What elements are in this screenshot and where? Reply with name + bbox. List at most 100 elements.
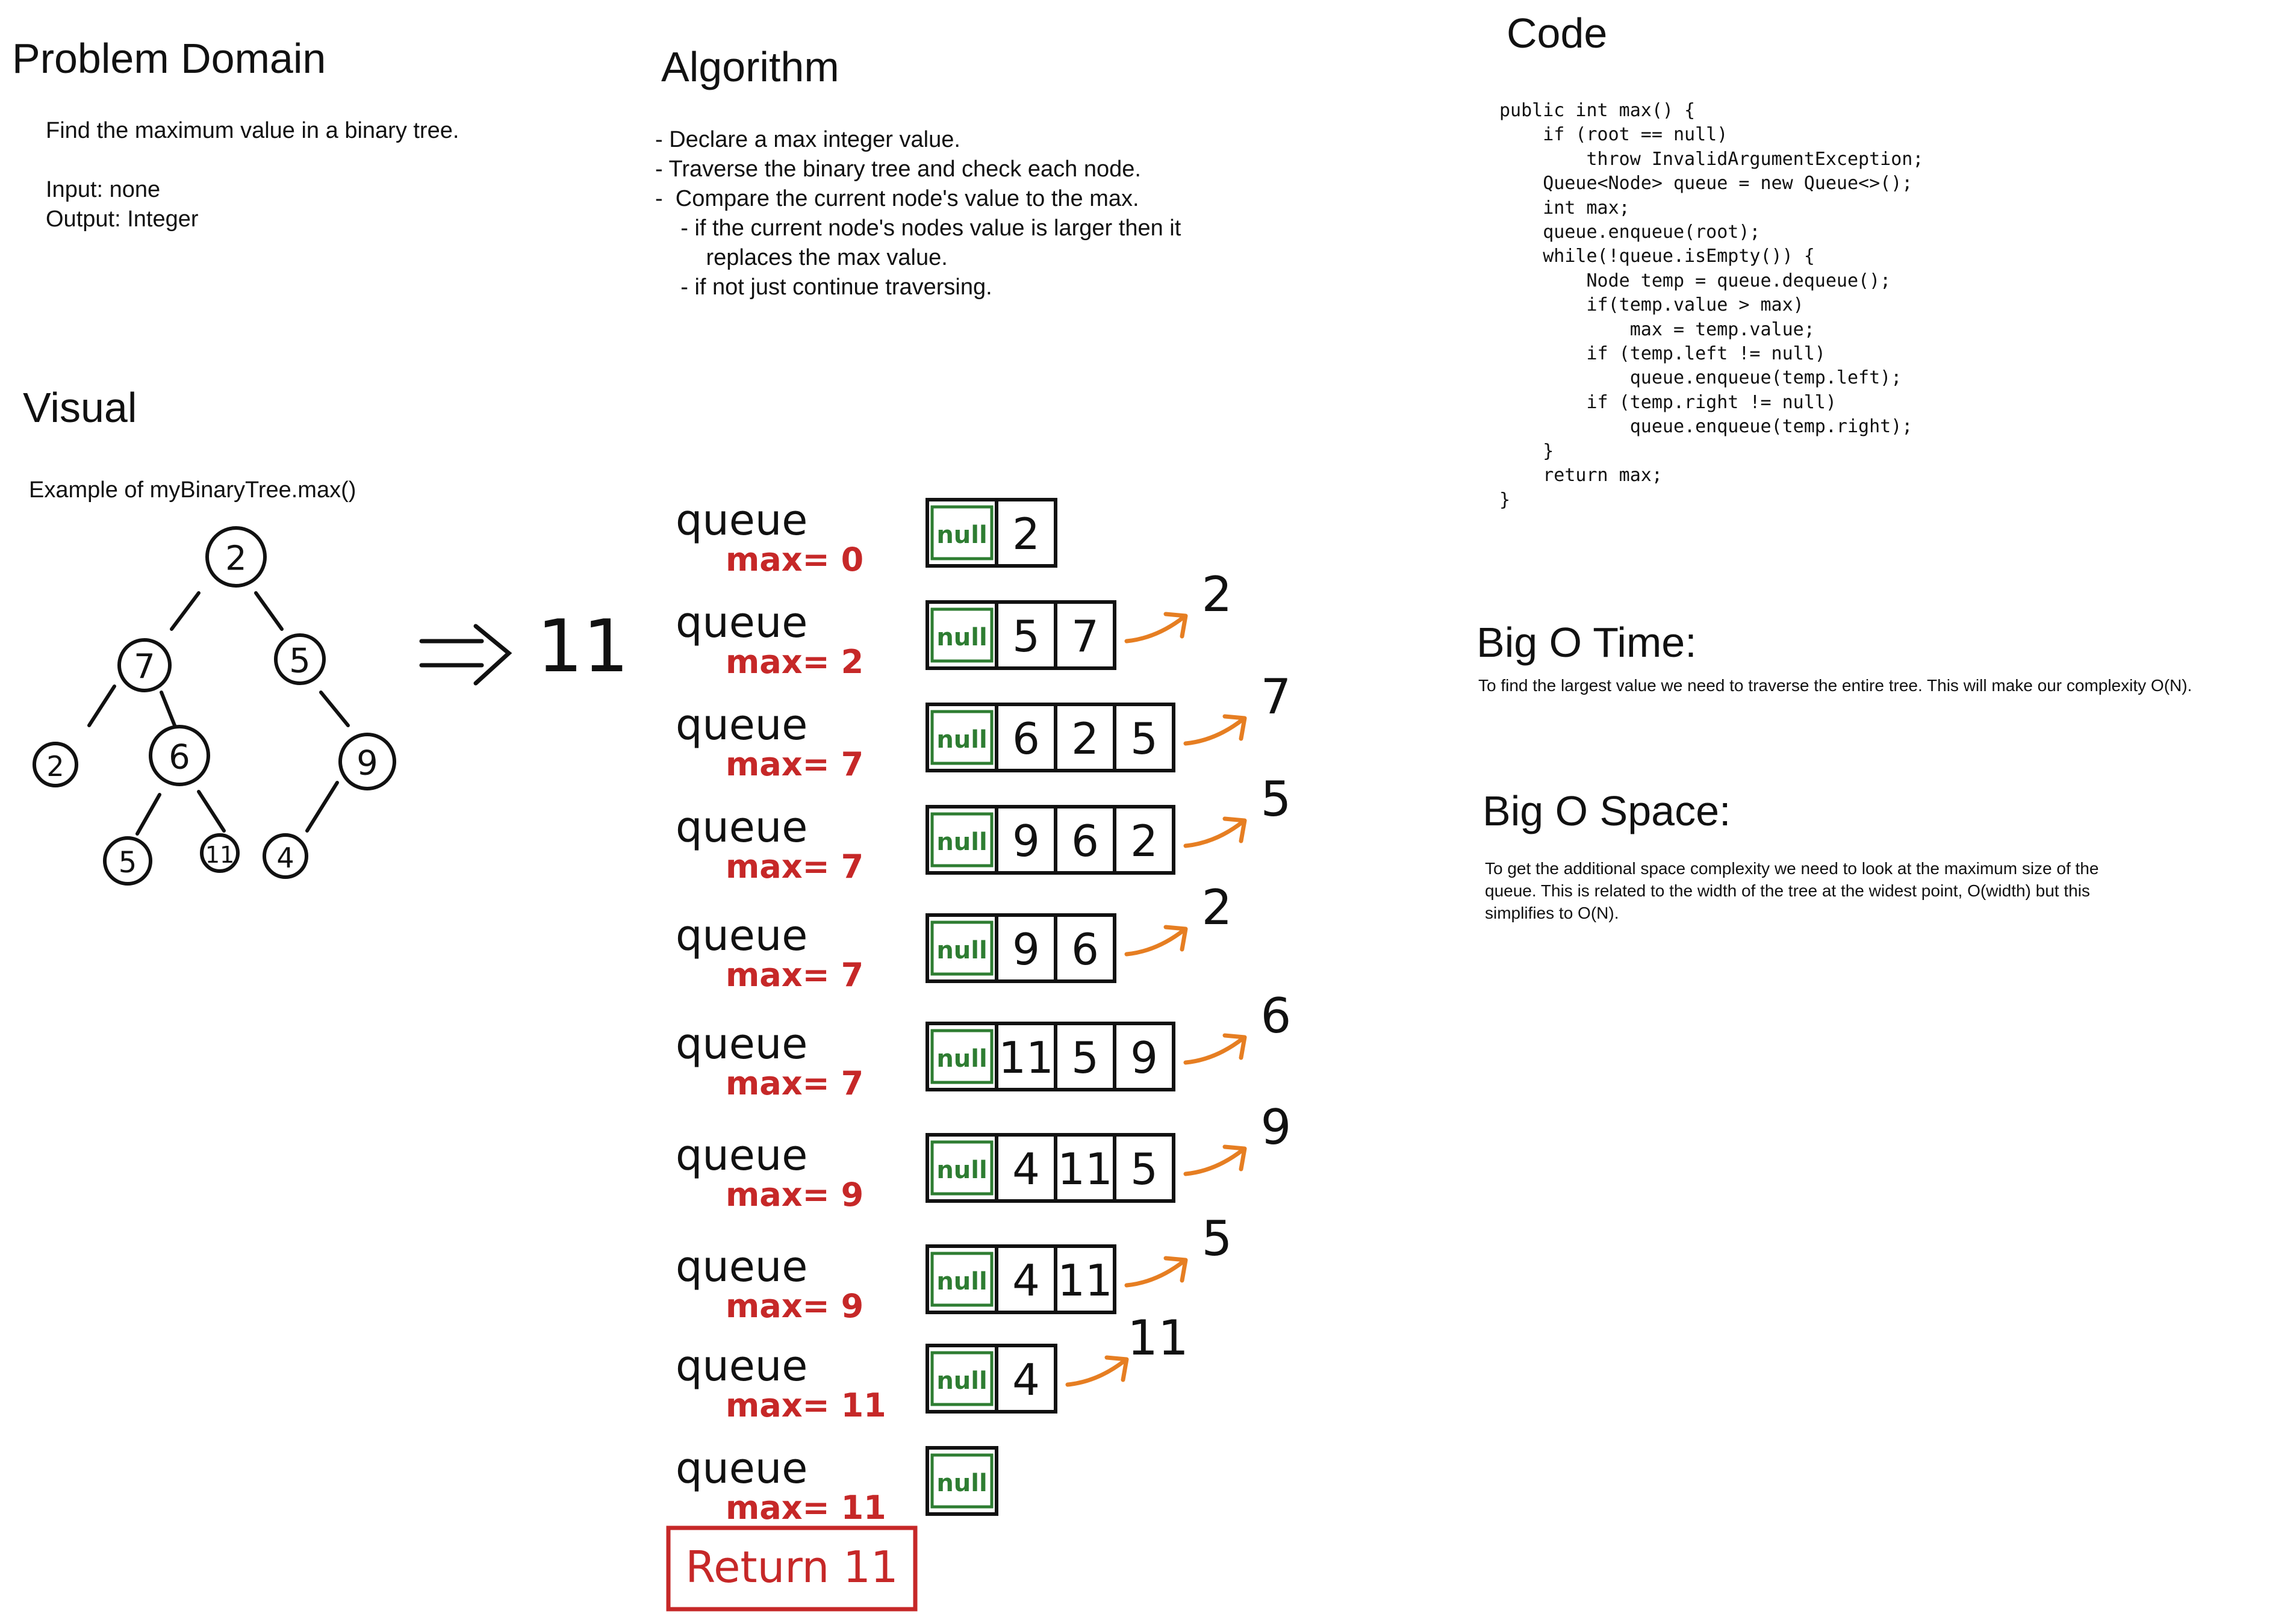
queue-label: queue xyxy=(676,1242,807,1291)
tree-node-value: 7 xyxy=(134,648,155,687)
queue-label: queue xyxy=(676,700,807,750)
dequeue-arrow-head xyxy=(1104,1355,1129,1382)
dequeue-arrow xyxy=(1124,928,1186,957)
queue-label: queue xyxy=(676,1341,807,1391)
null-cell-frame xyxy=(930,1453,994,1509)
queue-cell-value: 4 xyxy=(1012,1144,1040,1194)
queue-cell-value: 5 xyxy=(1012,611,1040,662)
queue-cell-value: 9 xyxy=(1012,816,1040,866)
queue-box xyxy=(926,1244,1116,1314)
queue-box xyxy=(926,600,1116,670)
max-label: max= 7 xyxy=(726,1064,863,1102)
tree-node-circle xyxy=(149,725,210,786)
null-label: null xyxy=(936,1470,987,1497)
tree-node-value: 5 xyxy=(119,846,137,880)
queue-box xyxy=(926,498,1057,568)
max-label: max= 7 xyxy=(726,745,863,783)
dequeue-arrow-head xyxy=(1163,925,1188,952)
tree-node-circle xyxy=(103,836,152,886)
queue-cell-value: 7 xyxy=(1071,611,1099,662)
tree-node-value: 11 xyxy=(205,842,234,868)
null-label: null xyxy=(936,726,987,754)
queue-box xyxy=(926,1446,998,1516)
queue-cell-value: 11 xyxy=(998,1032,1054,1083)
problem-domain-title: Problem Domain xyxy=(12,35,326,82)
code-title: Code xyxy=(1507,10,1608,57)
code-block: public int max() { if (root == null) thr… xyxy=(1499,100,1924,511)
dequeued-value: 6 xyxy=(1261,988,1292,1044)
queue-cell-value: 5 xyxy=(1071,1032,1099,1083)
queue-cell-value: 11 xyxy=(1057,1255,1113,1306)
null-cell-frame xyxy=(930,607,994,663)
big-o-time-title: Big O Time: xyxy=(1476,619,1697,666)
queue-label: queue xyxy=(676,911,807,960)
dequeue-arrow-head xyxy=(1222,714,1247,741)
queue-box xyxy=(926,1344,1057,1414)
queue-label: queue xyxy=(676,1019,807,1069)
max-label: max= 11 xyxy=(726,1386,886,1424)
null-cell-frame xyxy=(930,812,994,867)
big-o-space-title: Big O Space: xyxy=(1482,787,1731,834)
queue-cell-value: 6 xyxy=(1071,924,1099,975)
tree-node-value: 6 xyxy=(169,738,190,777)
queue-cell-value: 6 xyxy=(1071,816,1099,866)
tree-node-value: 2 xyxy=(46,750,64,783)
max-label: max= 7 xyxy=(726,956,863,994)
tree-node-value: 5 xyxy=(289,642,311,681)
queue-cell-value: 6 xyxy=(1012,713,1040,764)
null-label: null xyxy=(936,1156,987,1184)
null-cell-frame xyxy=(930,710,994,765)
dequeue-arrow xyxy=(1124,1259,1186,1288)
dequeue-arrow-head xyxy=(1222,1033,1247,1060)
queue-label: queue xyxy=(676,1444,807,1493)
queue-box xyxy=(926,1133,1175,1203)
dequeue-arrow-head xyxy=(1222,1144,1247,1172)
null-cell-frame xyxy=(930,1029,994,1084)
tree-node-value: 9 xyxy=(356,744,378,783)
return-label: Return 11 xyxy=(685,1542,898,1592)
tree-edge xyxy=(197,790,226,833)
dequeued-value: 5 xyxy=(1202,1211,1233,1267)
tree-edge xyxy=(254,591,284,631)
queue-label: queue xyxy=(676,1131,807,1180)
algorithm-title: Algorithm xyxy=(661,43,839,90)
tree-node-value: 2 xyxy=(225,539,247,579)
null-cell-frame xyxy=(930,920,994,976)
problem-input: Input: none xyxy=(46,177,161,202)
queue-box xyxy=(926,703,1175,772)
return-frame xyxy=(666,1525,918,1612)
dequeued-value: 2 xyxy=(1202,566,1233,622)
visual-caption: Example of myBinaryTree.max() xyxy=(29,477,356,503)
null-cell-frame xyxy=(930,505,994,560)
dequeue-arrow xyxy=(1183,1036,1245,1065)
tree-node-circle xyxy=(263,833,308,879)
queue-cell-value: 9 xyxy=(1012,924,1040,975)
queue-cell-value: 2 xyxy=(1071,713,1099,764)
tree-edge xyxy=(160,691,176,727)
tree-node-circle xyxy=(274,633,326,685)
tree-node-circle xyxy=(338,733,396,790)
max-label: max= 2 xyxy=(726,643,863,681)
queue-box xyxy=(926,1022,1175,1091)
queue-cell-value: 2 xyxy=(1130,816,1158,866)
visual-title: Visual xyxy=(23,384,137,431)
queue-label: queue xyxy=(676,802,807,852)
big-o-time-text: To find the largest value we need to tra… xyxy=(1478,676,2192,695)
dequeued-value: 2 xyxy=(1202,880,1233,936)
dequeue-arrow-head xyxy=(1163,612,1188,639)
queue-box xyxy=(926,913,1116,983)
tree-edge xyxy=(319,691,350,727)
tree-edge xyxy=(135,793,161,836)
dequeued-value: 9 xyxy=(1261,1099,1292,1155)
max-label: max= 0 xyxy=(726,541,863,579)
max-label: max= 7 xyxy=(726,848,863,886)
problem-output: Output: Integer xyxy=(46,206,199,232)
